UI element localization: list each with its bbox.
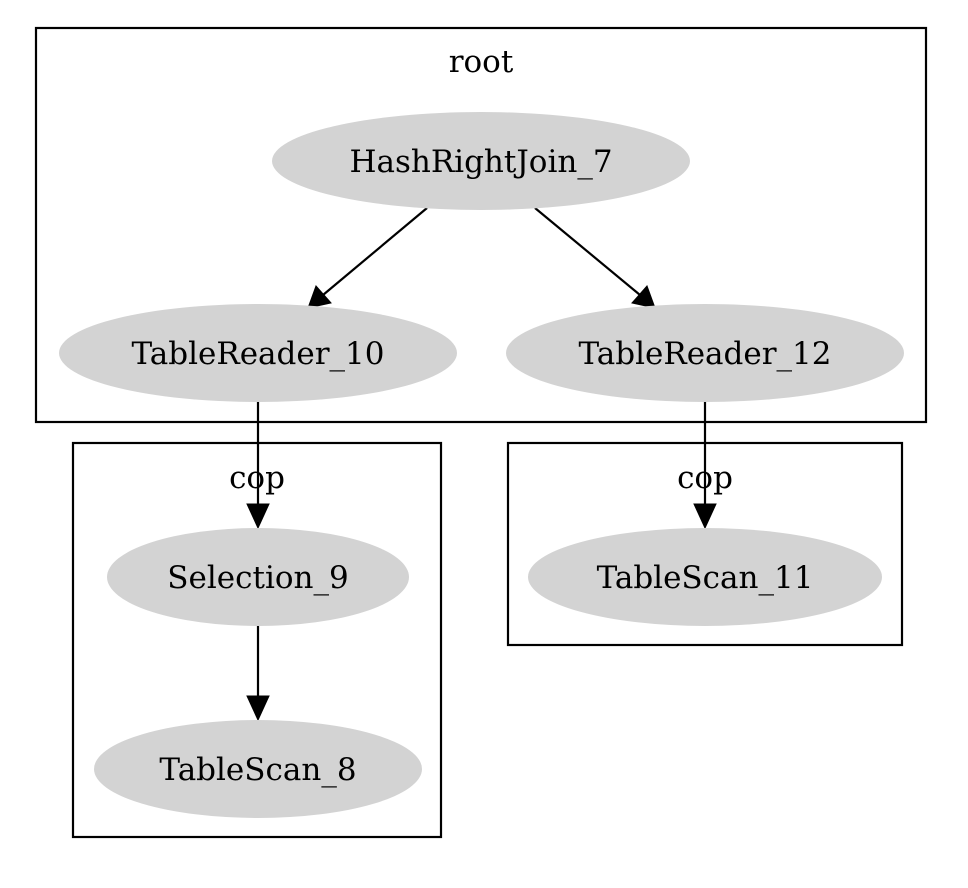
node-label: HashRightJoin_7 [349, 144, 612, 180]
node-label: TableScan_11 [597, 560, 814, 596]
edge-arrowhead [246, 503, 270, 530]
cluster-root-box [34, 26, 928, 424]
edge-arrowhead [631, 285, 656, 309]
node-ellipse [94, 720, 422, 818]
node-ellipse [107, 528, 409, 626]
node-tablereader-10: TableReader_10 [59, 304, 457, 402]
node-tablereader-12: TableReader_12 [506, 304, 904, 402]
node-selection-9: Selection_9 [107, 528, 409, 626]
edge-hashrightjoin-to-tablereader12 [534, 207, 641, 296]
edge-arrowhead [246, 695, 270, 722]
node-label: Selection_9 [167, 560, 348, 596]
edge-hashrightjoin-to-tablereader10 [322, 207, 428, 296]
node-tablescan-11: TableScan_11 [528, 528, 882, 626]
node-label: TableReader_10 [132, 336, 385, 372]
node-ellipse [272, 112, 690, 210]
node-hashrightjoin-7: HashRightJoin_7 [272, 112, 690, 210]
node-label: TableReader_12 [579, 336, 832, 372]
node-ellipse [528, 528, 882, 626]
edge-arrowhead [693, 503, 717, 530]
node-tablescan-8: TableScan_8 [94, 720, 422, 818]
node-label: TableScan_8 [159, 752, 356, 788]
edge-arrowhead [307, 285, 332, 309]
node-ellipse [506, 304, 904, 402]
node-ellipse [59, 304, 457, 402]
cluster-root-label: root [449, 44, 514, 80]
